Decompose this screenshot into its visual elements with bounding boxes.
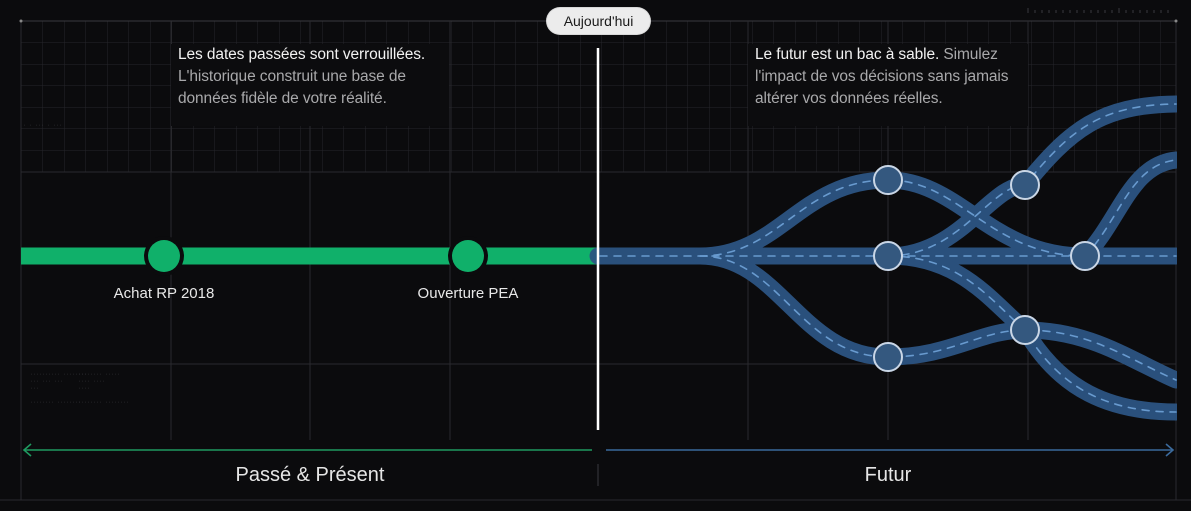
future-nodes bbox=[873, 165, 1100, 372]
decorative-metadata: ·········· ··········· ··· ·············… bbox=[30, 372, 88, 406]
milestone-label-achat-rp[interactable]: Achat RP 2018 bbox=[113, 285, 215, 302]
future-description-lead: Le futur est un bac à sable. bbox=[755, 46, 940, 63]
arrow-left-icon bbox=[22, 443, 592, 457]
scenario-node bbox=[873, 241, 903, 271]
scenario-node bbox=[1010, 315, 1040, 345]
scenario-node bbox=[1070, 241, 1100, 271]
past-description: Les dates passées sont verrouillées. L'h… bbox=[171, 44, 449, 126]
scenario-node bbox=[1010, 170, 1040, 200]
today-marker[interactable]: Aujourd'hui bbox=[547, 8, 650, 34]
section-label-future: Futur bbox=[864, 464, 912, 486]
decorative-caption: · · ··· · ··· bbox=[23, 123, 63, 129]
arrow-right-icon bbox=[606, 443, 1175, 457]
milestone-dot-achat-rp bbox=[148, 240, 180, 272]
milestone-dot-pea bbox=[452, 240, 484, 272]
future-description: Le futur est un bac à sable. Simulez l'i… bbox=[748, 44, 1028, 126]
past-description-body: L'historique construit une base de donné… bbox=[178, 68, 406, 107]
past-description-lead: Les dates passées sont verrouillées. bbox=[178, 46, 426, 63]
milestone-label-ouverture-pea[interactable]: Ouverture PEA bbox=[417, 285, 519, 302]
scenario-node bbox=[873, 165, 903, 195]
future-description-body: Simulez l'impact de vos décisions sans j… bbox=[755, 46, 1009, 107]
scenario-node bbox=[873, 342, 903, 372]
past-timeline bbox=[21, 236, 598, 276]
decorative-metadata: ········ ········· ················ ····… bbox=[78, 372, 130, 406]
section-label-past: Passé & Présent bbox=[235, 464, 385, 486]
ruler-ticks bbox=[1027, 8, 1169, 13]
